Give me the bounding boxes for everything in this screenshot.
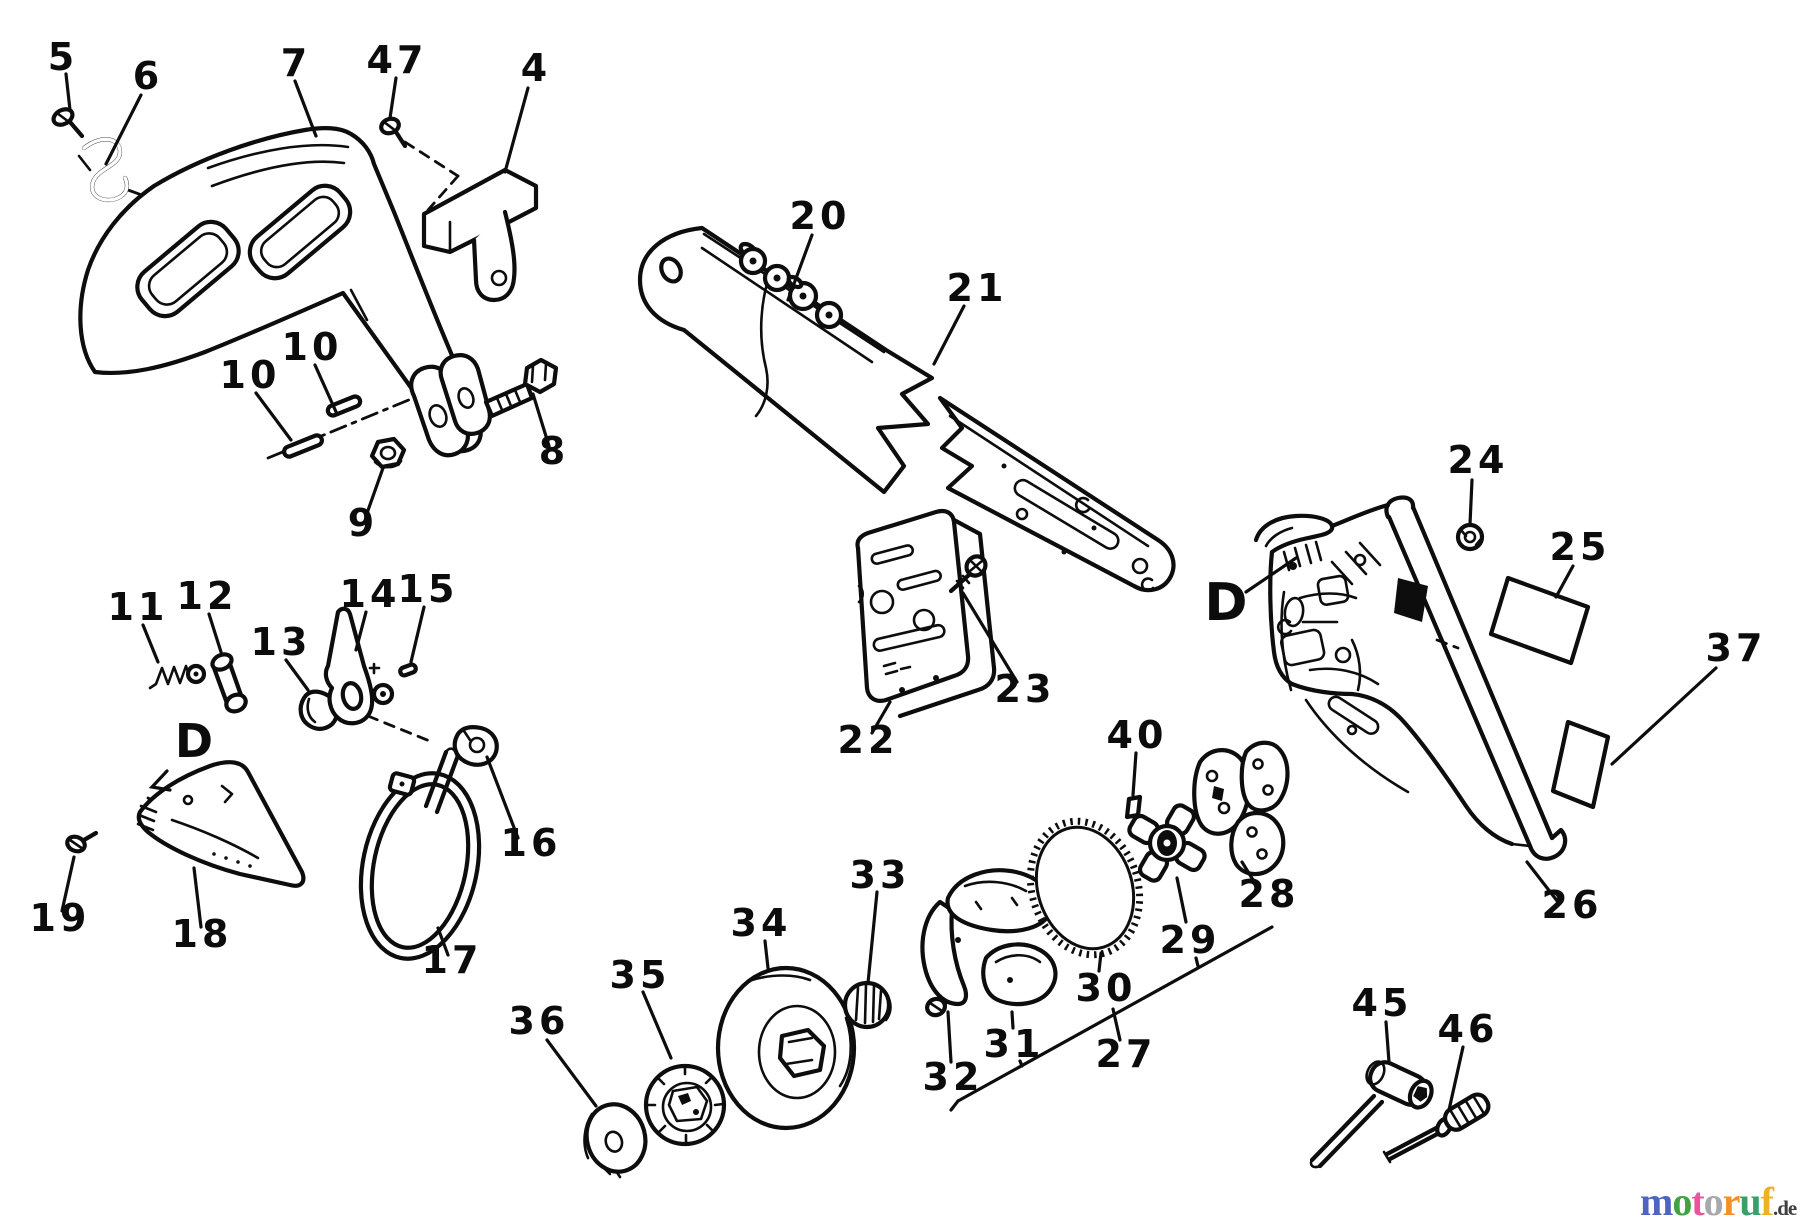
part-spider-29: [1127, 803, 1207, 883]
callout-23: 23: [995, 667, 1056, 711]
watermark-letter: r: [1723, 1179, 1740, 1224]
section-label-d-left: D: [175, 714, 213, 768]
watermark-letter: m: [1640, 1179, 1673, 1224]
section-labels: D D: [175, 573, 1248, 768]
callout-24: 24: [1448, 438, 1509, 482]
callout-32: 32: [923, 1055, 984, 1099]
callout-10b: 10: [282, 325, 343, 369]
part-hand-guard-7: [78, 126, 492, 458]
part-nut-9: [369, 436, 407, 470]
part-screw-47: [379, 116, 408, 149]
part-screw-5: [51, 107, 85, 139]
callout-40: 40: [1107, 713, 1168, 757]
part-clutch-drum-34: [715, 965, 857, 1131]
callout-28: 28: [1239, 872, 1300, 916]
callout-19: 19: [30, 896, 91, 940]
watermark-letter: o: [1672, 1179, 1691, 1224]
callout-4: 4: [521, 46, 551, 90]
part-spring-11: [148, 663, 207, 690]
part-pin-15: [398, 662, 418, 678]
callout-18: 18: [172, 912, 233, 956]
callout-5: 5: [48, 35, 78, 79]
callout-20: 20: [790, 194, 851, 238]
callout-13: 13: [251, 620, 312, 664]
part-clip-40: [1124, 794, 1143, 820]
callout-47: 47: [367, 38, 428, 82]
callout-14: 14: [340, 572, 401, 616]
part-nut-24: [1455, 522, 1485, 552]
callout-15: 15: [398, 567, 459, 611]
part-guide-plate-22: [855, 508, 997, 719]
section-label-d-right: D: [1204, 573, 1247, 633]
callout-25: 25: [1550, 525, 1611, 569]
part-brake-cover-26: [1253, 495, 1568, 861]
callout-35: 35: [610, 953, 671, 997]
callout-16: 16: [501, 821, 562, 865]
callout-30: 30: [1076, 966, 1137, 1010]
watermark-logo: motoruf.de: [1640, 1179, 1797, 1224]
callout-37: 37: [1706, 626, 1767, 670]
callout-6: 6: [133, 54, 163, 98]
part-ring-gear-30: [1026, 817, 1144, 959]
watermark-suffix: .de: [1773, 1196, 1797, 1220]
leader-lines: [60, 72, 1718, 1112]
part-screw-19: [65, 830, 99, 854]
part-washer-36: [583, 1102, 648, 1179]
watermark-letter: t: [1691, 1179, 1705, 1224]
callout-26: 26: [1542, 883, 1603, 927]
callout-33: 33: [850, 853, 911, 897]
part-bearing-35: [643, 1063, 727, 1147]
part-decal-25: [1488, 575, 1591, 666]
part-cover-plate-18: [136, 760, 306, 888]
part-brake-band-17: [358, 747, 482, 961]
part-pins-10: [281, 394, 363, 459]
callout-11: 11: [108, 585, 169, 629]
callout-9: 9: [348, 501, 378, 545]
watermark-letter: u: [1739, 1179, 1761, 1224]
callout-36: 36: [509, 999, 570, 1043]
part-clutch-shoes-31: [920, 868, 1058, 1007]
watermark-letter: f: [1761, 1179, 1775, 1224]
callout-8: 8: [539, 429, 569, 473]
part-bearing-33: [842, 980, 892, 1030]
part-clutch-weights-28: [1192, 740, 1290, 877]
callout-46: 46: [1438, 1007, 1499, 1051]
callout-29: 29: [1160, 918, 1221, 962]
part-bolt-8: [483, 357, 559, 419]
callout-27: 27: [1096, 1032, 1157, 1076]
callout-31: 31: [984, 1022, 1045, 1066]
callout-21: 21: [947, 266, 1008, 310]
watermark-letter: o: [1704, 1179, 1723, 1224]
part-bracket-4: [421, 167, 539, 303]
part-bushing-16: [452, 725, 499, 767]
part-wrench-45: [1309, 1060, 1434, 1169]
part-screw-23: [948, 554, 988, 594]
part-chain-20: [738, 241, 844, 330]
part-guide-bar-21: [637, 225, 1176, 593]
callout-10a: 10: [220, 353, 281, 397]
callout-17: 17: [422, 938, 483, 982]
part-brake-lever-14: [323, 606, 395, 726]
part-plunger-12: [210, 652, 248, 714]
callout-12: 12: [177, 574, 238, 618]
callout-45: 45: [1352, 981, 1413, 1025]
callout-34: 34: [731, 901, 792, 945]
part-spring-clip-6: [77, 137, 130, 203]
callouts: 5 6 7 47 4 20 21 10 10 8 9 11 12 13 14 1…: [30, 35, 1767, 1099]
part-decal-37: [1550, 719, 1611, 810]
callout-22: 22: [838, 718, 899, 762]
part-screwdriver-46: [1382, 1092, 1491, 1164]
callout-7: 7: [281, 41, 311, 85]
